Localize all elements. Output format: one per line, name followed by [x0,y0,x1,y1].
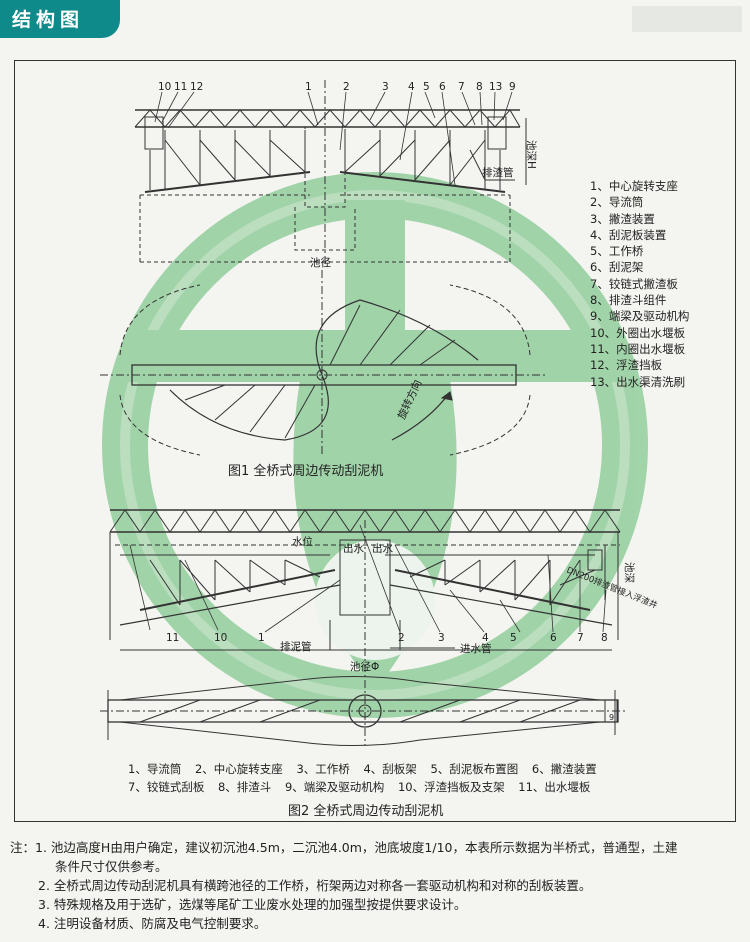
note-1: 1. 池边高度H由用户确定，建议初沉池4.5m，二沉池4.0m，池底坡度1/10… [35,840,678,855]
fig2-pool-depth: 池深 [623,562,636,583]
fig1-callout-8: 6 [439,81,446,93]
fig2-callout-3: 2 [398,632,405,644]
fig1-caption: 图1 全桥式周边传动刮泥机 [228,464,384,479]
fig1-callout-6: 4 [408,81,415,93]
legend-item: 5、工作桥 [590,244,644,259]
legend-item: 1、中心旋转支座 [590,179,678,193]
legend-item: 4、刮泥板装置 [590,227,667,242]
fig1-callout-2: 12 [190,81,203,93]
header-tab: 结构图 [0,0,120,38]
fig2-legend: 1、导流筒 2、中心旋转支座 3、工作桥 4、刮板架 5、刮泥板布置图 6、撇渣… [128,760,607,796]
legend-item: 1、导流筒 [128,762,182,776]
fig2-mud-pipe: 排泥管 [280,640,312,653]
legend-item: 7、铰链式刮板 [128,780,205,794]
fig1-pool-diameter: 池径 [310,256,331,269]
legend-item: 9、端梁及驱动机构 [590,309,690,324]
fig2-plan [100,675,628,747]
fig1-pool-depth: 池深H [525,140,538,169]
header-decoration [632,6,742,32]
legend-item: 10、浮渣挡板及支架 [397,780,505,794]
legend-item: 3、撇渣装置 [590,211,655,226]
fig2-callout-7: 6 [550,632,557,644]
fig2-outlet-left: 出水 [343,542,364,555]
notes-prefix: 注： [10,840,36,855]
fig1-callout-11: 13 [489,81,502,93]
fig2-callout-8: 7 [577,632,584,644]
note-3: 3. 特殊规格及用于选矿，选煤等尾矿工业废水处理的加强型按提供要求设计。 [38,897,467,912]
watermark-logo [102,172,648,718]
legend-item: 10、外圈出水堰板 [590,325,686,340]
legend-item: 6、撇渣装置 [531,762,597,776]
fig2-callout-5: 4 [482,632,489,644]
note-2: 2. 全桥式周边传动刮泥机具有横跨池径的工作桥，桁架两边对称各一套驱动机构和对称… [38,878,592,893]
fig1-plan [100,270,545,456]
legend-item: 13、出水渠清洗刷 [590,374,686,389]
legend-item: 11、内圈出水堰板 [590,341,686,356]
legend-item: 8、排渣斗组件 [590,293,667,308]
fig2-water-level: 水位 [292,535,313,548]
fig2-callout-0: 11 [166,632,179,644]
fig1-callout-1: 11 [174,81,187,93]
legend-item: 2、导流筒 [590,195,644,210]
fig2-callout-9: 8 [601,632,608,644]
legend-item: 2、中心旋转支座 [194,762,283,776]
legend-item: 8、排渣斗 [217,780,272,794]
fig2-callout-leaders [129,524,607,633]
fig2-callout-4: 3 [438,632,445,644]
legend-item: 9、端梁及驱动机构 [284,780,385,794]
fig2-callout-2: 1 [258,632,265,644]
fig1-elevation [134,80,527,265]
legend-item: 5、刮泥板布置图 [430,762,519,776]
fig2-callout-1: 10 [214,632,227,644]
fig2-callout-10: 9 [609,713,614,722]
drawing-frame [14,60,736,822]
fig1-callout-12: 9 [509,81,516,93]
section-title: 结构图 [12,9,85,31]
fig2-legend-row: 1、导流筒 2、中心旋转支座 3、工作桥 4、刮板架 5、刮泥板布置图 6、撇渣… [128,760,607,778]
legend-item: 4、刮板架 [363,762,417,776]
fig1-callout-9: 7 [458,81,465,93]
fig1-callout-4: 2 [343,81,350,93]
fig2-inlet-pipe: 进水管 [460,642,492,655]
fig2-legend-row: 7、铰链式刮板 8、排渣斗 9、端梁及驱动机构 10、浮渣挡板及支架 11、出水… [128,778,607,796]
fig2-caption: 图2 全桥式周边传动刮泥机 [288,804,444,819]
legend-item: 11、出水堰板 [518,780,591,794]
fig2-callout-6: 5 [510,632,517,644]
legend-item: 7、铰链式撇渣板 [590,276,678,291]
legend-item: 3、工作桥 [296,762,350,776]
note-4: 4. 注明设备材质、防腐及电气控制要求。 [38,916,267,931]
fig1-callout-leaders [154,91,513,186]
fig1-discharge-pipe: 排渣管 [482,166,514,179]
fig1-callout-0: 10 [158,81,171,93]
fig1-callout-10: 8 [476,81,483,93]
note-1-cont: 条件尺寸仅供参考。 [55,859,168,874]
legend-item: 12、浮渣挡板 [590,358,663,373]
fig2-pool-diameter: 池径Φ [350,660,379,673]
fig2-elevation [109,509,621,690]
fig1-callout-7: 5 [423,81,430,93]
fig1-callout-3: 1 [305,81,312,93]
notes: 注：1. 池边高度H由用户确定，建议初沉池4.5m，二沉池4.0m，池底坡度1/… [10,838,745,933]
fig1-callout-5: 3 [382,81,389,93]
fig1-legend: 1、中心旋转支座 2、导流筒 3、撇渣装置 4、刮泥板装置 5、工作桥 6、刮泥… [590,178,689,390]
fig2-outlet-right: 出水 [372,542,393,555]
legend-item: 6、刮泥架 [590,260,644,275]
